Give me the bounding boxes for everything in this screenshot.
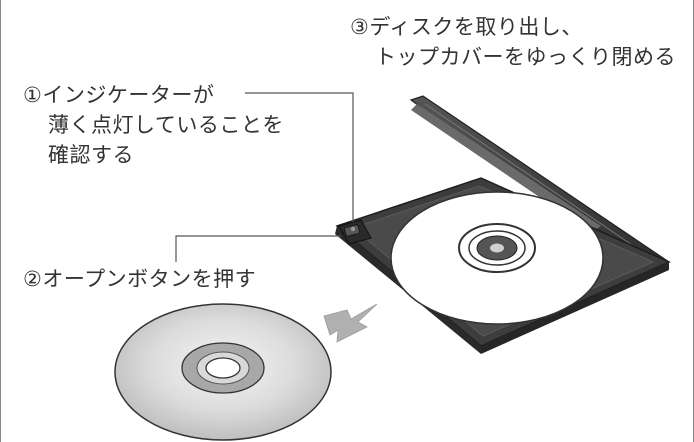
- step-1-line-2: 薄く点灯していることを: [48, 113, 284, 137]
- step-1-line-1: ①インジケーターが: [23, 83, 215, 107]
- leader-lines: [175, 92, 354, 262]
- step-2-line-1: ②オープンボタンを押す: [23, 267, 257, 291]
- eject-arrow-icon: [323, 303, 378, 343]
- step-1-line-3: 確認する: [48, 143, 134, 167]
- disc-icon: [114, 303, 332, 441]
- step-1-label: ①インジケーターが 薄く点灯していることを 確認する: [23, 80, 284, 170]
- step-3-line-2: トップカバーをゆっくり閉める: [375, 45, 676, 69]
- indicator-led-icon: [350, 226, 356, 232]
- step-3-line-1: ③ディスクを取り出し、: [350, 15, 583, 39]
- step-2-label: ②オープンボタンを押す: [23, 264, 256, 294]
- open-button-icon: [338, 219, 372, 245]
- disc-tray-icon: [335, 177, 671, 354]
- step-3-label: ③ディスクを取り出し、 トップカバーをゆっくり閉める: [350, 12, 676, 72]
